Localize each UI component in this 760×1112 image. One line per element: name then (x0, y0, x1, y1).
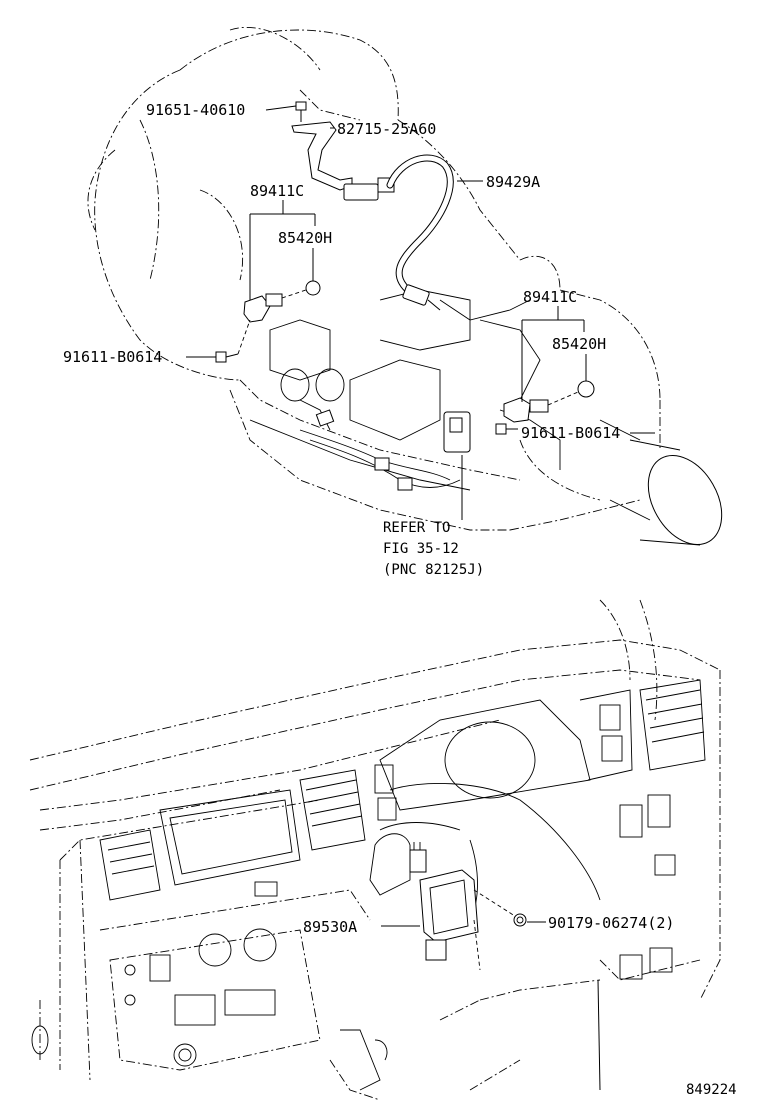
internal-harness (299, 409, 471, 491)
leader-lines-lower (381, 921, 546, 927)
callout-bracket: 82715-25A60 (337, 120, 436, 138)
callout-bolt-right: 91611-B0614 (521, 424, 620, 442)
dashboard-outline (29, 599, 721, 1101)
bolt-top-part (295, 101, 307, 122)
refer-line-3: (PNC 82125J) (383, 562, 484, 578)
ecu-part (409, 842, 519, 971)
bolt-left-part (215, 319, 251, 363)
refer-line-2: FIG 35-12 (383, 541, 459, 557)
refer-line-1: REFER TO (383, 520, 450, 536)
callout-sensor-left: 89411C (250, 182, 304, 200)
figure-number: 849224 (686, 1082, 737, 1098)
callout-sensor-right: 89411C (523, 288, 577, 306)
harness-wire (386, 154, 454, 311)
callout-bolt-top: 91651-40610 (146, 101, 245, 119)
callout-bolt-left: 91611-B0614 (63, 348, 162, 366)
bolt-right-part (495, 423, 518, 435)
bracket-part (291, 121, 353, 191)
callout-oring-right: 85420H (552, 335, 606, 353)
sensor-left-part (243, 280, 321, 323)
sensor-right-part (503, 380, 595, 423)
callout-ecu: 89530A (303, 918, 357, 936)
leader-lines-upper (186, 105, 655, 520)
nut-part (513, 913, 527, 927)
callout-oring-left: 85420H (278, 229, 332, 247)
callout-nut: 90179-06274(2) (548, 914, 674, 932)
callout-harness: 89429A (486, 173, 540, 191)
